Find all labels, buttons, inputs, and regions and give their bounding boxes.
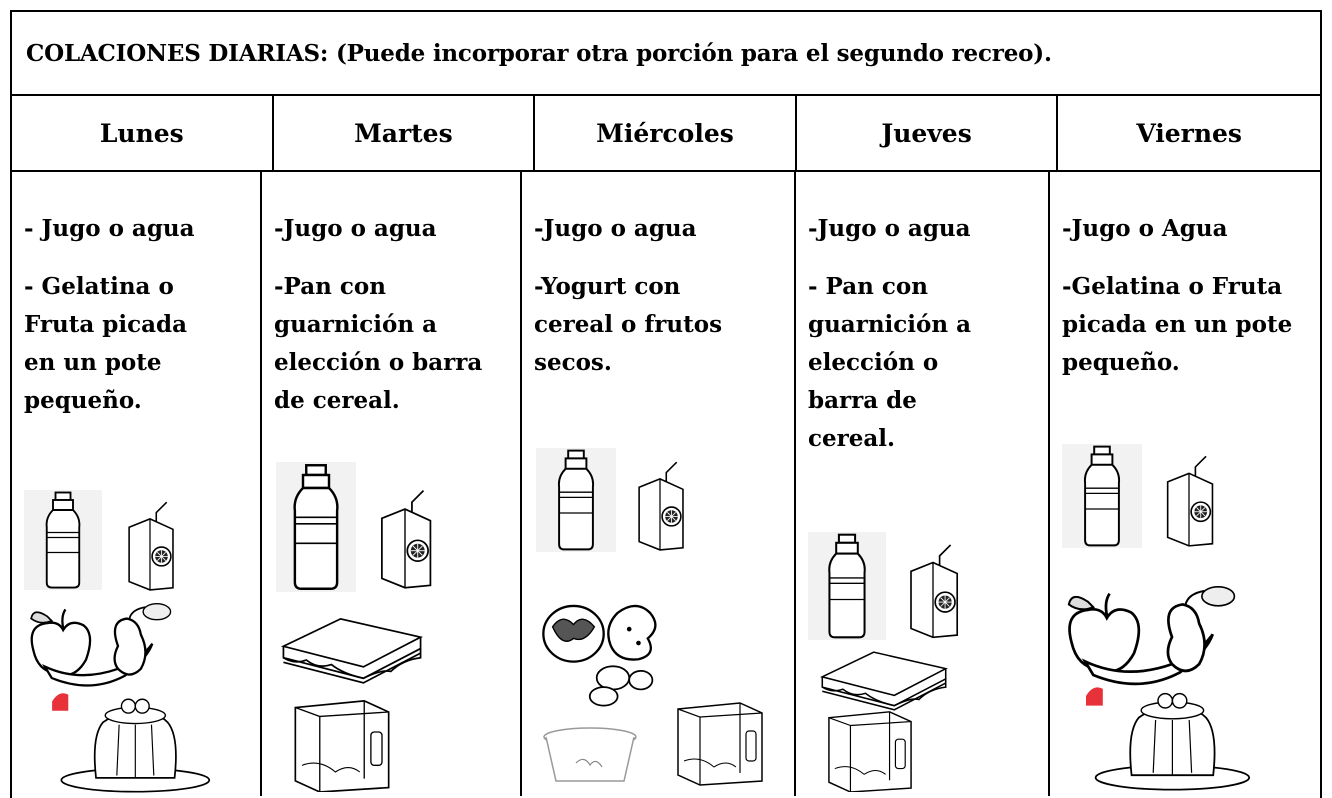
body-row: - Jugo o agua - Gelatina o Fruta picada … [12, 172, 1320, 796]
juice-box-icon [628, 458, 692, 552]
cereal-box-icon [818, 704, 922, 792]
table-title: COLACIONES DIARIAS: (Puede incorporar ot… [12, 12, 1320, 96]
header-lunes: Lunes [12, 96, 274, 170]
cereal-box-icon [286, 692, 398, 792]
snack-drink: -Jugo o agua [808, 215, 971, 242]
water-bottle-icon [1062, 444, 1142, 548]
sandwich-icon [272, 612, 432, 692]
water-bottle-icon [24, 490, 102, 590]
nuts-icon [536, 592, 676, 708]
juice-box-icon [370, 486, 440, 590]
header-viernes: Viernes [1136, 118, 1243, 148]
fruits-icon [1058, 580, 1248, 694]
snack-drink: -Jugo o agua [534, 215, 697, 242]
gelatin-icon [22, 690, 244, 794]
yogurt-cup-icon [540, 722, 640, 788]
header-martes: Martes [274, 96, 536, 170]
snack-drink: -Jugo o Agua [1062, 215, 1228, 242]
snack-drink: - Jugo o agua [24, 215, 195, 242]
water-bottle-icon [808, 532, 886, 640]
cell-miercoles: -Jugo o agua -Yogurt con cereal o frutos… [522, 172, 796, 796]
snack-food: -Yogurt con cereal o frutos secos. [534, 273, 723, 376]
header-jueves: Jueves [797, 96, 1059, 170]
cell-jueves: -Jugo o agua - Pan con guarnición a elec… [796, 172, 1050, 796]
header-row: Lunes Martes Miércoles Jueves Viernes [12, 96, 1320, 172]
juice-box-icon [900, 540, 966, 640]
snack-food: - Pan con guarnición a elección o barra … [808, 273, 971, 452]
snack-food: -Pan con guarnición a elección o barra d… [274, 273, 483, 414]
cell-lunes: - Jugo o agua - Gelatina o Fruta picada … [12, 172, 262, 796]
header-miercoles: Miércoles [535, 96, 797, 170]
gelatin-icon [1060, 684, 1280, 792]
snack-food: -Gelatina o Fruta picada en un pote pequ… [1062, 273, 1293, 376]
cell-viernes: -Jugo o Agua -Gelatina o Fruta picada en… [1050, 172, 1320, 796]
water-bottle-icon [276, 462, 356, 592]
fruits-icon [22, 600, 182, 692]
juice-box-icon [118, 498, 182, 592]
snack-drink: -Jugo o agua [274, 215, 437, 242]
snack-food: - Gelatina o Fruta picada en un pote peq… [24, 273, 188, 414]
cereal-box-icon [670, 692, 770, 788]
cell-martes: -Jugo o agua -Pan con guarnición a elecc… [262, 172, 522, 796]
water-bottle-icon [536, 448, 616, 552]
juice-box-icon [1156, 452, 1222, 548]
snack-table: COLACIONES DIARIAS: (Puede incorporar ot… [10, 10, 1322, 798]
